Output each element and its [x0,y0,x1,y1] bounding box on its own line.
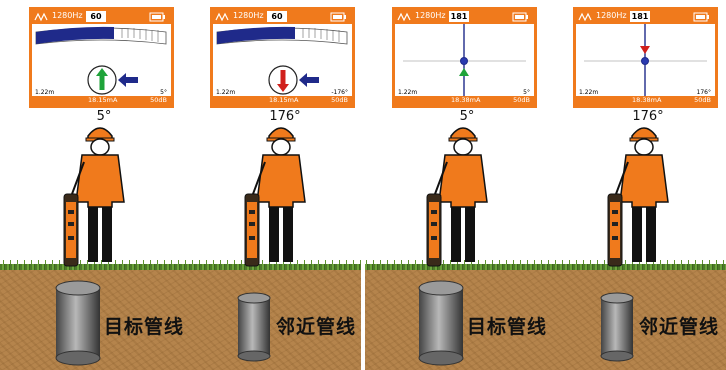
grass [0,260,363,266]
signal-icon [397,12,411,22]
locator-screen-target: 1280Hz 60 1.22m 5° 18.15mA 50dB [29,7,174,108]
current-value: 18.38mA [632,96,662,104]
line-guide-display [403,24,526,100]
locator-screen-adjacent: 1280Hz 60 1.22m -176° 18.15mA 50dB [210,7,355,108]
gain-value: 60 [86,11,106,22]
db-value: 50dB [331,96,348,104]
direction-arrow-icon [268,65,319,95]
grass [363,264,726,272]
line-guide-display [584,24,707,100]
target-pipe [55,280,101,366]
target-pipe-label: 目标管线 [104,316,185,338]
grass [363,260,726,266]
angle-readout: -176° [331,89,348,96]
signal-icon [578,12,592,22]
angle-readout: 176° [696,89,711,96]
battery-icon [512,12,528,22]
locator-screen-target: 1280Hz 181 1.22m 5° 18.38mA 50dB [392,7,537,108]
signal-icon [215,12,229,22]
angle-caption: 176° [269,109,301,124]
frequency-label: 1280Hz [596,11,627,20]
screen-header: 1280Hz 60 [32,10,171,24]
target-pipe-label: 目标管线 [467,316,548,338]
current-value: 18.15mA [88,96,118,104]
depth-value: 1.22m [579,89,599,96]
screen-footer: 18.15mA 50dB [32,96,171,105]
current-value: 18.38mA [451,96,481,104]
locator-screen-adjacent: 1280Hz 181 1.22m 176° 18.38mA 50dB [573,7,718,108]
frequency-label: 1280Hz [415,11,446,20]
battery-icon [149,12,165,22]
worker-icon [244,127,306,267]
grass [0,264,363,272]
angle-readout: 5° [523,89,530,96]
frequency-label: 1280Hz [233,11,264,20]
worker-icon [607,127,669,267]
screen-header: 1280Hz 60 [213,10,352,24]
direction-arrow-icon [87,65,138,95]
worker-icon [426,127,488,267]
battery-icon [693,12,709,22]
frequency-label: 1280Hz [52,11,83,20]
screen-header: 1280Hz 181 [395,10,534,24]
adjacent-pipe [237,292,271,362]
right-panel: 1280Hz 181 1.22m 5° 18.38mA 50dB 1280Hz … [363,0,726,370]
worker-icon [63,127,125,267]
angle-readout: 5° [160,89,167,96]
adjacent-pipe-label: 邻近管线 [276,316,357,338]
target-pipe [418,280,464,366]
battery-icon [330,12,346,22]
angle-caption: 5° [459,109,475,124]
depth-value: 1.22m [398,89,418,96]
signal-bar-gauge [35,26,167,45]
current-value: 18.15mA [269,96,299,104]
adjacent-pipe [600,292,634,362]
angle-caption: 176° [632,109,664,124]
adjacent-pipe-label: 邻近管线 [639,316,720,338]
db-value: 50dB [513,96,530,104]
depth-value: 1.22m [35,89,55,96]
gain-value: 60 [267,11,287,22]
db-value: 50dB [694,96,711,104]
screen-footer: 18.38mA 50dB [576,96,715,105]
left-panel: 1280Hz 60 1.22m 5° 18.15mA 50dB [0,7,363,370]
db-value: 50dB [150,96,167,104]
signal-bar-gauge [216,26,348,45]
screen-header: 1280Hz 181 [576,10,715,24]
gain-value: 181 [449,11,469,22]
screen-footer: 18.38mA 50dB [395,96,534,105]
signal-icon [34,12,48,22]
angle-caption: 5° [96,109,112,124]
gain-value: 181 [630,11,650,22]
panel-divider [361,0,365,370]
screen-footer: 18.15mA 50dB [213,96,352,105]
depth-value: 1.22m [216,89,236,96]
